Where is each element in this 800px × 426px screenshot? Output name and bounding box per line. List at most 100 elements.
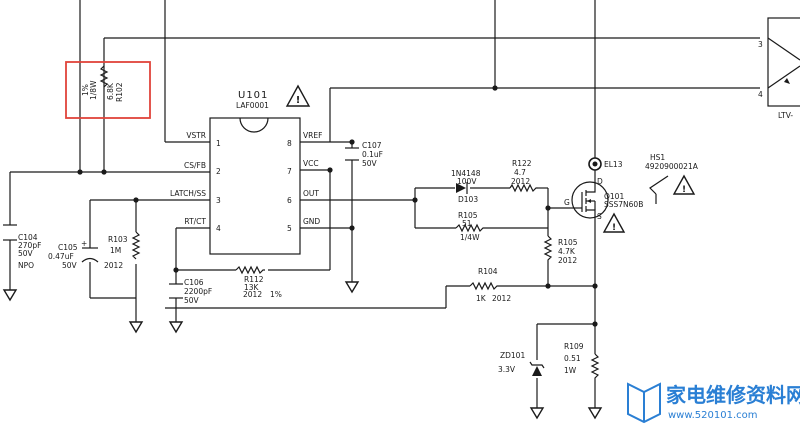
pin-num-1: 1 — [216, 139, 221, 148]
r112-ref: R112 — [244, 275, 264, 284]
pin-name-vstr: VSTR — [186, 131, 206, 140]
junction — [133, 197, 139, 203]
d103: 1N4148 100V D103 — [451, 169, 481, 204]
r104: R104 1K 2012 — [469, 267, 511, 303]
pin-num-2: 2 — [216, 167, 221, 176]
r109: R109 0.51 1W — [564, 342, 600, 380]
r103-size: 2012 — [104, 261, 123, 270]
highlight-box — [65, 61, 151, 119]
junction — [349, 139, 355, 145]
d103-part: 1N4148 — [451, 169, 481, 178]
c106-volt: 50V — [184, 296, 200, 305]
watermark-url: www.520101.com — [668, 410, 758, 421]
ic-notch — [239, 117, 269, 133]
svg-text:+: + — [81, 239, 87, 248]
book-logo-icon — [627, 382, 661, 424]
wires — [9, 0, 760, 408]
junction — [173, 267, 179, 273]
q101: D G S Q101 SSS7N60B ! — [564, 160, 643, 233]
opto-pin3: 3 — [758, 40, 763, 49]
r105a-power: 1/4W — [460, 233, 480, 242]
pin-num-8: 8 — [287, 139, 292, 148]
r103: R103 1M 2012 — [104, 231, 141, 270]
ground-icon — [344, 281, 360, 294]
ground-icon — [168, 321, 184, 334]
c104-ref: C104 — [18, 233, 38, 242]
ic-body — [209, 117, 301, 255]
r122-size: 2012 — [511, 177, 530, 186]
r109-ref: R109 — [564, 342, 584, 351]
pin-name-rtct: RT/CT — [184, 217, 206, 226]
pin-name-vref: VREF — [303, 131, 322, 140]
c106-value: 2200pF — [184, 287, 212, 296]
pin-name-csfb: CS/FB — [184, 161, 206, 170]
c107: C107 0.1uF 50V — [345, 141, 383, 168]
r105b-size: 2012 — [558, 256, 577, 265]
r122: R122 4.7 2012 — [509, 159, 538, 193]
c105: + C105 0.47uF 50V — [48, 239, 99, 270]
junction — [101, 169, 107, 175]
r122-ref: R122 — [512, 159, 532, 168]
zd101: ZD101 3.3V — [498, 351, 545, 376]
r104-ref: R104 — [478, 267, 498, 276]
pin-name-out: OUT — [303, 189, 319, 198]
r104-value: 1K — [476, 294, 487, 303]
junction — [592, 283, 598, 289]
r112: R112 13K 2012 1% — [235, 265, 282, 299]
el13-ref: EL13 — [604, 160, 623, 169]
svg-text:!: ! — [612, 223, 616, 233]
c105-ref: C105 — [58, 243, 78, 252]
c107-ref: C107 — [362, 141, 382, 150]
c104-value: 270pF — [18, 241, 41, 250]
q101-pin-g: G — [564, 198, 570, 207]
r122-value: 4.7 — [514, 168, 526, 177]
r102-value: 6.8K — [106, 82, 115, 100]
r105-51: R105 51 1/4W — [455, 211, 486, 242]
c104-type: NPO — [18, 261, 34, 270]
pin-num-6: 6 — [287, 196, 292, 205]
ground-icon — [128, 321, 144, 334]
r103-ref: R103 — [108, 235, 128, 244]
pin-name-vcc: VCC — [303, 159, 319, 168]
resistor-symbol — [99, 65, 109, 88]
watermark-text: 家电维修资料网 — [666, 383, 800, 407]
svg-text:!: ! — [296, 95, 301, 106]
d103-volt: 100V — [457, 177, 477, 186]
c107-value: 0.1uF — [362, 150, 383, 159]
r105b-value: 4.7K — [558, 247, 576, 256]
svg-text:!: ! — [682, 185, 686, 195]
q101-pin-s: S — [597, 212, 602, 221]
pin-name-latch: LATCH/SS — [170, 189, 206, 198]
warning-icon: ! — [672, 174, 696, 195]
junction — [492, 85, 498, 91]
q101-ref: Q101 — [604, 192, 624, 201]
r105-4k7: R105 4.7K 2012 — [543, 235, 578, 265]
warning-icon: ! — [285, 84, 311, 107]
junction — [545, 283, 551, 289]
pin-name-gnd: GND — [303, 217, 320, 226]
r102-tol: 1% — [81, 84, 90, 96]
c106: C106 2200pF 50V — [169, 278, 212, 305]
zd101-ref: ZD101 — [500, 351, 525, 360]
r105b-ref: R105 — [558, 238, 578, 247]
c104: C104 270pF 50V NPO — [3, 224, 41, 270]
zd101-value: 3.3V — [498, 365, 516, 374]
c105-volt: 50V — [62, 261, 78, 270]
r102: 1% 1/8W 6.8K R102 — [65, 61, 151, 119]
grounds — [2, 281, 603, 420]
ic-ref: U101 — [238, 90, 268, 101]
opto: 3 4 LTV- — [758, 17, 800, 120]
r112-size: 2012 — [243, 290, 262, 299]
r103-value: 1M — [110, 246, 121, 255]
ground-icon — [587, 407, 603, 420]
junction — [592, 321, 598, 327]
warning-icon: ! — [602, 212, 626, 233]
r104-size: 2012 — [492, 294, 511, 303]
ground-icon — [2, 289, 18, 302]
d103-ref: D103 — [458, 195, 478, 204]
c105-value: 0.47uF — [48, 252, 74, 261]
watermark: 家电维修资料网 www.520101.com — [627, 382, 800, 424]
r112-value: 13K — [244, 283, 260, 292]
r105a-ref: R105 — [458, 211, 478, 220]
opto-pin4: 4 — [758, 90, 763, 99]
